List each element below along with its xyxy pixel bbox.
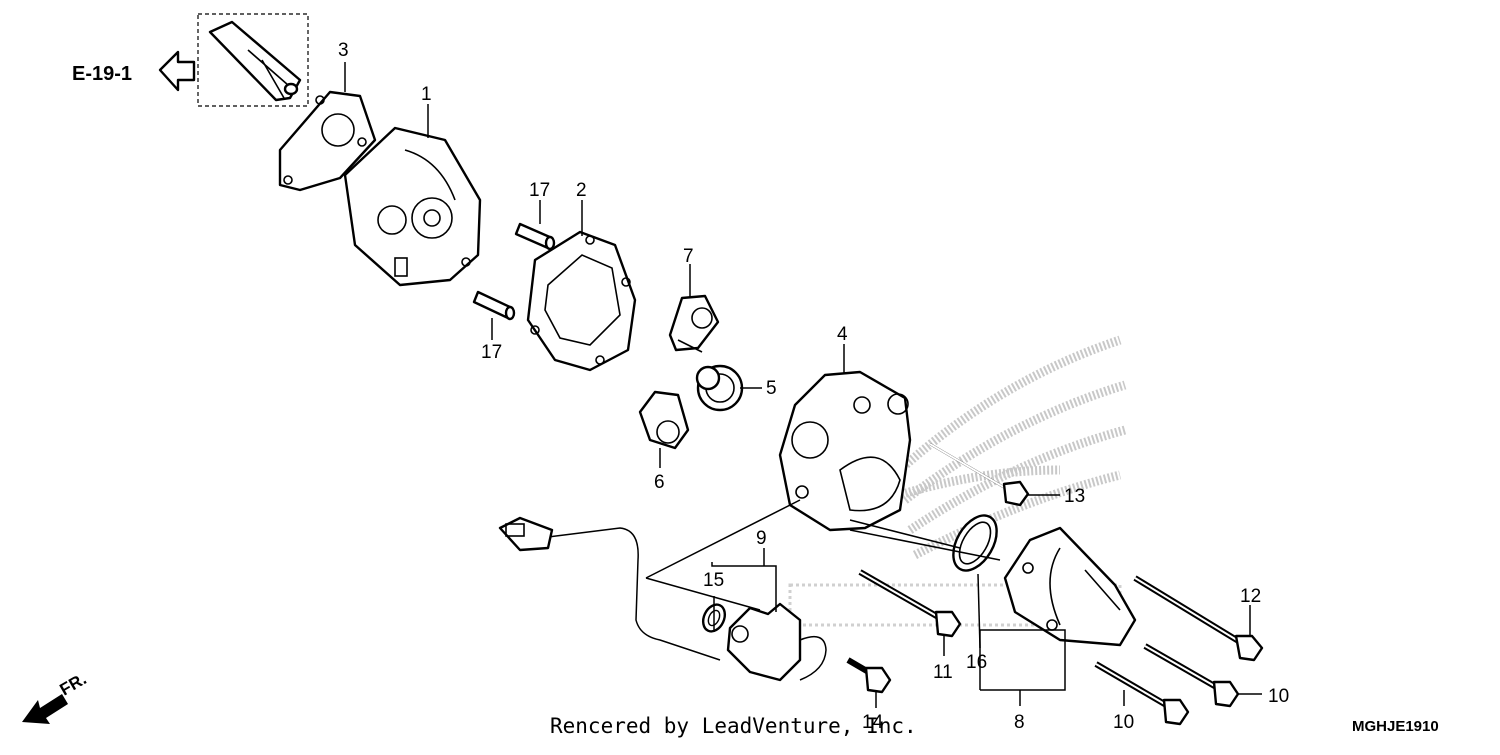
bolt-11 [858, 569, 962, 638]
callout-17-upper[interactable]: 17 [529, 180, 550, 201]
starter-motor-8 [1003, 526, 1137, 647]
gear-6 [638, 390, 690, 450]
callout-1[interactable]: 1 [421, 84, 432, 105]
sensor-9 [498, 516, 827, 682]
callout-6[interactable]: 6 [654, 472, 665, 493]
bolt-13 [929, 442, 1030, 507]
front-arrow-icon [22, 694, 68, 724]
callout-3[interactable]: 3 [338, 40, 349, 61]
callout-16[interactable]: 16 [966, 652, 987, 673]
callouts: 3 1 17 2 7 17 4 5 6 13 9 15 12 16 11 10 … [338, 40, 1289, 733]
left-arrow-icon [158, 50, 196, 92]
shaft-inset [197, 13, 309, 107]
gear-7 [668, 294, 720, 353]
callout-17-lower[interactable]: 17 [481, 342, 502, 363]
callout-5[interactable]: 5 [766, 378, 777, 399]
callout-12[interactable]: 12 [1240, 586, 1261, 607]
housing-1 [343, 126, 482, 287]
callout-11[interactable]: 11 [933, 662, 953, 683]
callout-9[interactable]: 9 [756, 528, 767, 549]
bolt-14 [846, 657, 892, 694]
bolt-10-upper [1143, 643, 1240, 708]
gasket-2 [526, 230, 637, 372]
front-indicator: FR. [22, 669, 90, 724]
leader-lines [344, 62, 1262, 708]
dowel-pin-lower [472, 290, 516, 321]
credit-text: Rencered by LeadVenture, Inc. [550, 714, 917, 738]
callout-7[interactable]: 7 [683, 246, 694, 267]
gear-5 [695, 364, 744, 412]
gasket-3 [278, 90, 377, 192]
callout-10-bottom[interactable]: 10 [1113, 712, 1134, 733]
reference-arrow[interactable]: E-19-1 [72, 50, 196, 92]
gear-case-4 [778, 370, 912, 532]
reference-label: E-19-1 [72, 63, 132, 85]
callout-14[interactable]: 14 [862, 712, 884, 733]
callout-10-right[interactable]: 10 [1268, 686, 1289, 707]
callout-15[interactable]: 15 [703, 570, 724, 591]
callout-4[interactable]: 4 [837, 324, 848, 345]
bolt-12 [1133, 575, 1264, 662]
bolt-10-lower [1094, 661, 1190, 726]
callout-13[interactable]: 13 [1064, 486, 1085, 507]
dowel-pin-upper [514, 222, 556, 251]
callout-8[interactable]: 8 [1014, 712, 1025, 733]
diagram-code: MGHJE1910 [1352, 718, 1439, 735]
callout-2[interactable]: 2 [576, 180, 587, 201]
